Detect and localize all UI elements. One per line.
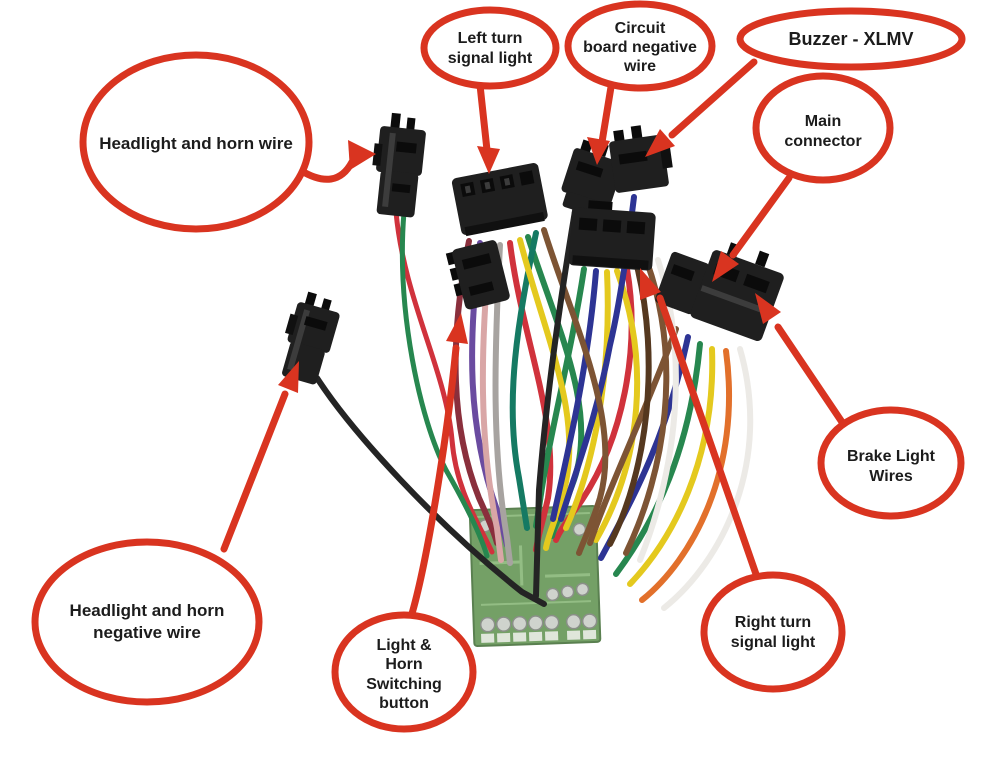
callout-label: signal light xyxy=(731,634,816,651)
callout-label: Brake Light xyxy=(847,448,936,465)
leader-line xyxy=(407,344,460,621)
wire xyxy=(593,268,641,543)
wire xyxy=(587,326,679,546)
arrowhead-icon xyxy=(446,313,468,344)
arrowhead-icon xyxy=(640,268,661,300)
wire xyxy=(613,341,703,577)
callout-headlight-horn-wire: Headlight and horn wire xyxy=(79,51,376,233)
callout-ellipse xyxy=(736,7,966,71)
callout-headlight-horn-negative-wire: Headlight and horn negative wire xyxy=(31,361,299,706)
headlight-horn-connector xyxy=(372,112,426,218)
arrowhead-icon xyxy=(477,146,500,174)
wire xyxy=(661,346,754,611)
callout-ellipse xyxy=(817,406,965,520)
callout-label: negative wire xyxy=(93,623,201,642)
orange-wire xyxy=(639,348,733,603)
main-connector-body xyxy=(568,200,656,271)
callout-label: Wires xyxy=(869,468,913,485)
light-horn-switch-connector xyxy=(445,240,510,310)
callout-ellipse xyxy=(564,0,716,92)
wire xyxy=(541,227,609,556)
callout-label: button xyxy=(379,695,429,712)
callout-label: board negative xyxy=(583,39,697,56)
wire xyxy=(627,346,716,587)
arrowhead-icon xyxy=(348,140,376,170)
callout-label: Right turn xyxy=(735,614,811,631)
harness-photo xyxy=(282,112,784,648)
callout-label: Headlight and horn wire xyxy=(99,134,293,153)
callout-label: Main xyxy=(805,113,841,130)
arrowhead-icon xyxy=(712,251,739,282)
maroon-wire xyxy=(452,238,500,546)
callout-buzzer-xlmv: Buzzer - XLMV xyxy=(645,7,966,157)
callout-left-turn-signal-light: Left turn signal light xyxy=(420,6,560,174)
callout-light-horn-switching-button: Light & Horn Switching button xyxy=(331,313,477,733)
arrowhead-icon xyxy=(587,137,610,165)
wire xyxy=(533,202,579,599)
pcb-silkscreen xyxy=(481,629,597,643)
arrowhead-icon xyxy=(278,361,299,393)
callout-ellipse xyxy=(331,611,477,733)
callout-label: Headlight and horn xyxy=(70,601,225,620)
leader-line xyxy=(774,323,850,432)
leader-line xyxy=(668,58,758,139)
right-turn-brake-connector xyxy=(655,242,784,342)
wire xyxy=(550,268,599,522)
callout-brake-light-wires: Brake Light Wires xyxy=(755,293,965,520)
wire xyxy=(639,348,733,603)
callout-label: wire xyxy=(623,58,656,75)
pcb-solder-pads xyxy=(478,518,598,633)
connectors xyxy=(282,112,784,385)
leader-line xyxy=(729,174,793,259)
leader-line xyxy=(656,294,761,581)
wire xyxy=(393,209,495,555)
callout-circuit-board-negative-wire: Circuit board negative wire xyxy=(564,0,716,165)
callout-label: Horn xyxy=(385,656,422,673)
callouts: Headlight and horn wire Left turn signal… xyxy=(31,0,966,733)
callout-ellipse xyxy=(700,571,846,693)
callout-label: Switching xyxy=(366,676,442,693)
callout-label: Buzzer - XLMV xyxy=(788,29,913,49)
headlight-negative-connector xyxy=(282,291,340,385)
callout-ellipse xyxy=(752,72,894,184)
wire xyxy=(399,209,490,559)
wires xyxy=(314,194,754,611)
wire xyxy=(314,375,547,607)
callout-label: Circuit xyxy=(615,20,666,37)
callout-ellipse xyxy=(79,51,313,233)
left-turn-connector xyxy=(451,163,548,237)
leader-line xyxy=(476,81,491,154)
wire xyxy=(452,238,500,546)
black-wires xyxy=(314,202,579,607)
arrowhead-icon xyxy=(645,129,675,157)
wire xyxy=(607,263,652,547)
dark-brown-wire xyxy=(607,263,652,547)
leader-line xyxy=(296,158,356,183)
callout-ellipse xyxy=(420,6,560,90)
callout-label: Left turn xyxy=(458,30,523,47)
callout-label: connector xyxy=(784,133,861,150)
callout-label: Light & xyxy=(376,637,432,654)
leader-line xyxy=(598,83,615,146)
leader-line xyxy=(220,390,289,553)
callout-label: signal light xyxy=(448,50,533,67)
wire xyxy=(563,269,611,531)
callout-right-turn-signal-light: Right turn signal light xyxy=(640,268,846,693)
callout-ellipse xyxy=(31,538,263,706)
arrowhead-icon xyxy=(755,293,781,324)
buzzer-connector xyxy=(609,125,673,193)
callout-main-connector: Main connector xyxy=(712,72,894,282)
